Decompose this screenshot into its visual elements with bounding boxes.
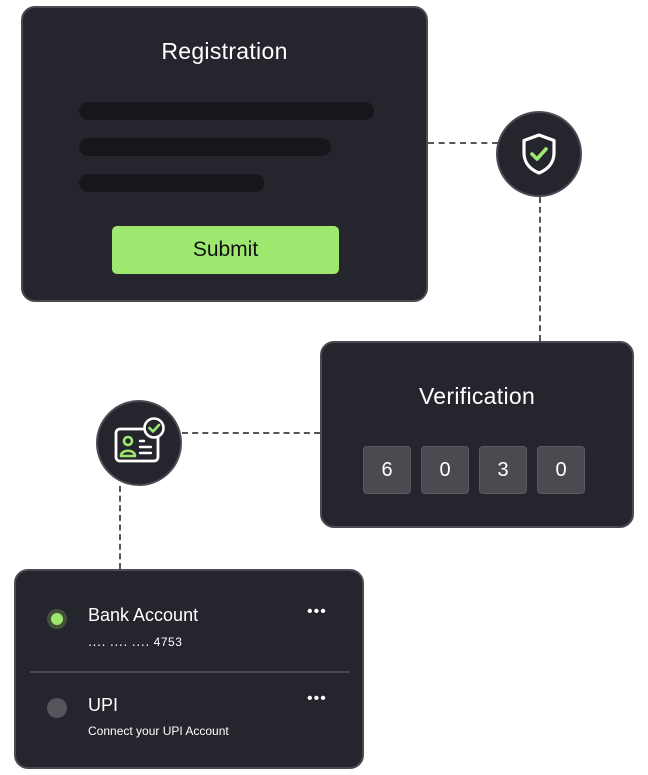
connector-id-accounts (119, 486, 121, 569)
id-card-check-icon (114, 417, 165, 463)
registration-card: Registration Submit (21, 6, 428, 302)
otp-digit-box[interactable]: 0 (537, 446, 585, 494)
bank-account-more-icon[interactable]: ••• (307, 603, 327, 620)
otp-digit-box[interactable]: 0 (421, 446, 469, 494)
submit-button[interactable]: Submit (112, 226, 339, 274)
registration-title: Registration (161, 38, 288, 64)
verification-badge (496, 111, 582, 197)
bank-account-radio[interactable] (47, 609, 67, 629)
upi-radio[interactable] (47, 698, 67, 718)
connector-shield-verification (539, 197, 541, 341)
form-field-placeholder[interactable] (79, 174, 264, 192)
shield-check-icon (522, 133, 556, 175)
form-field-placeholder[interactable] (79, 102, 374, 120)
connector-registration-shield (428, 142, 498, 144)
payment-accounts-card: Bank Account ․․․․ ․․․․ ․․․․ 4753 ••• UPI… (14, 569, 364, 769)
form-field-placeholder[interactable] (79, 138, 331, 156)
otp-digit-box[interactable]: 6 (363, 446, 411, 494)
upi-more-icon[interactable]: ••• (307, 690, 327, 707)
verification-title: Verification (418, 383, 536, 409)
upi-subtitle: Connect your UPI Account (88, 724, 229, 738)
upi-title: UPI (88, 695, 119, 715)
identity-badge (96, 400, 182, 486)
verification-card: Verification 6 0 3 0 (320, 341, 634, 528)
bank-account-title: Bank Account (88, 605, 199, 625)
otp-digit-box[interactable]: 3 (479, 446, 527, 494)
masked-account-number: ․․․․ ․․․․ ․․․․ 4753 (88, 635, 183, 649)
divider (30, 671, 350, 673)
connector-verification-id (182, 432, 320, 434)
